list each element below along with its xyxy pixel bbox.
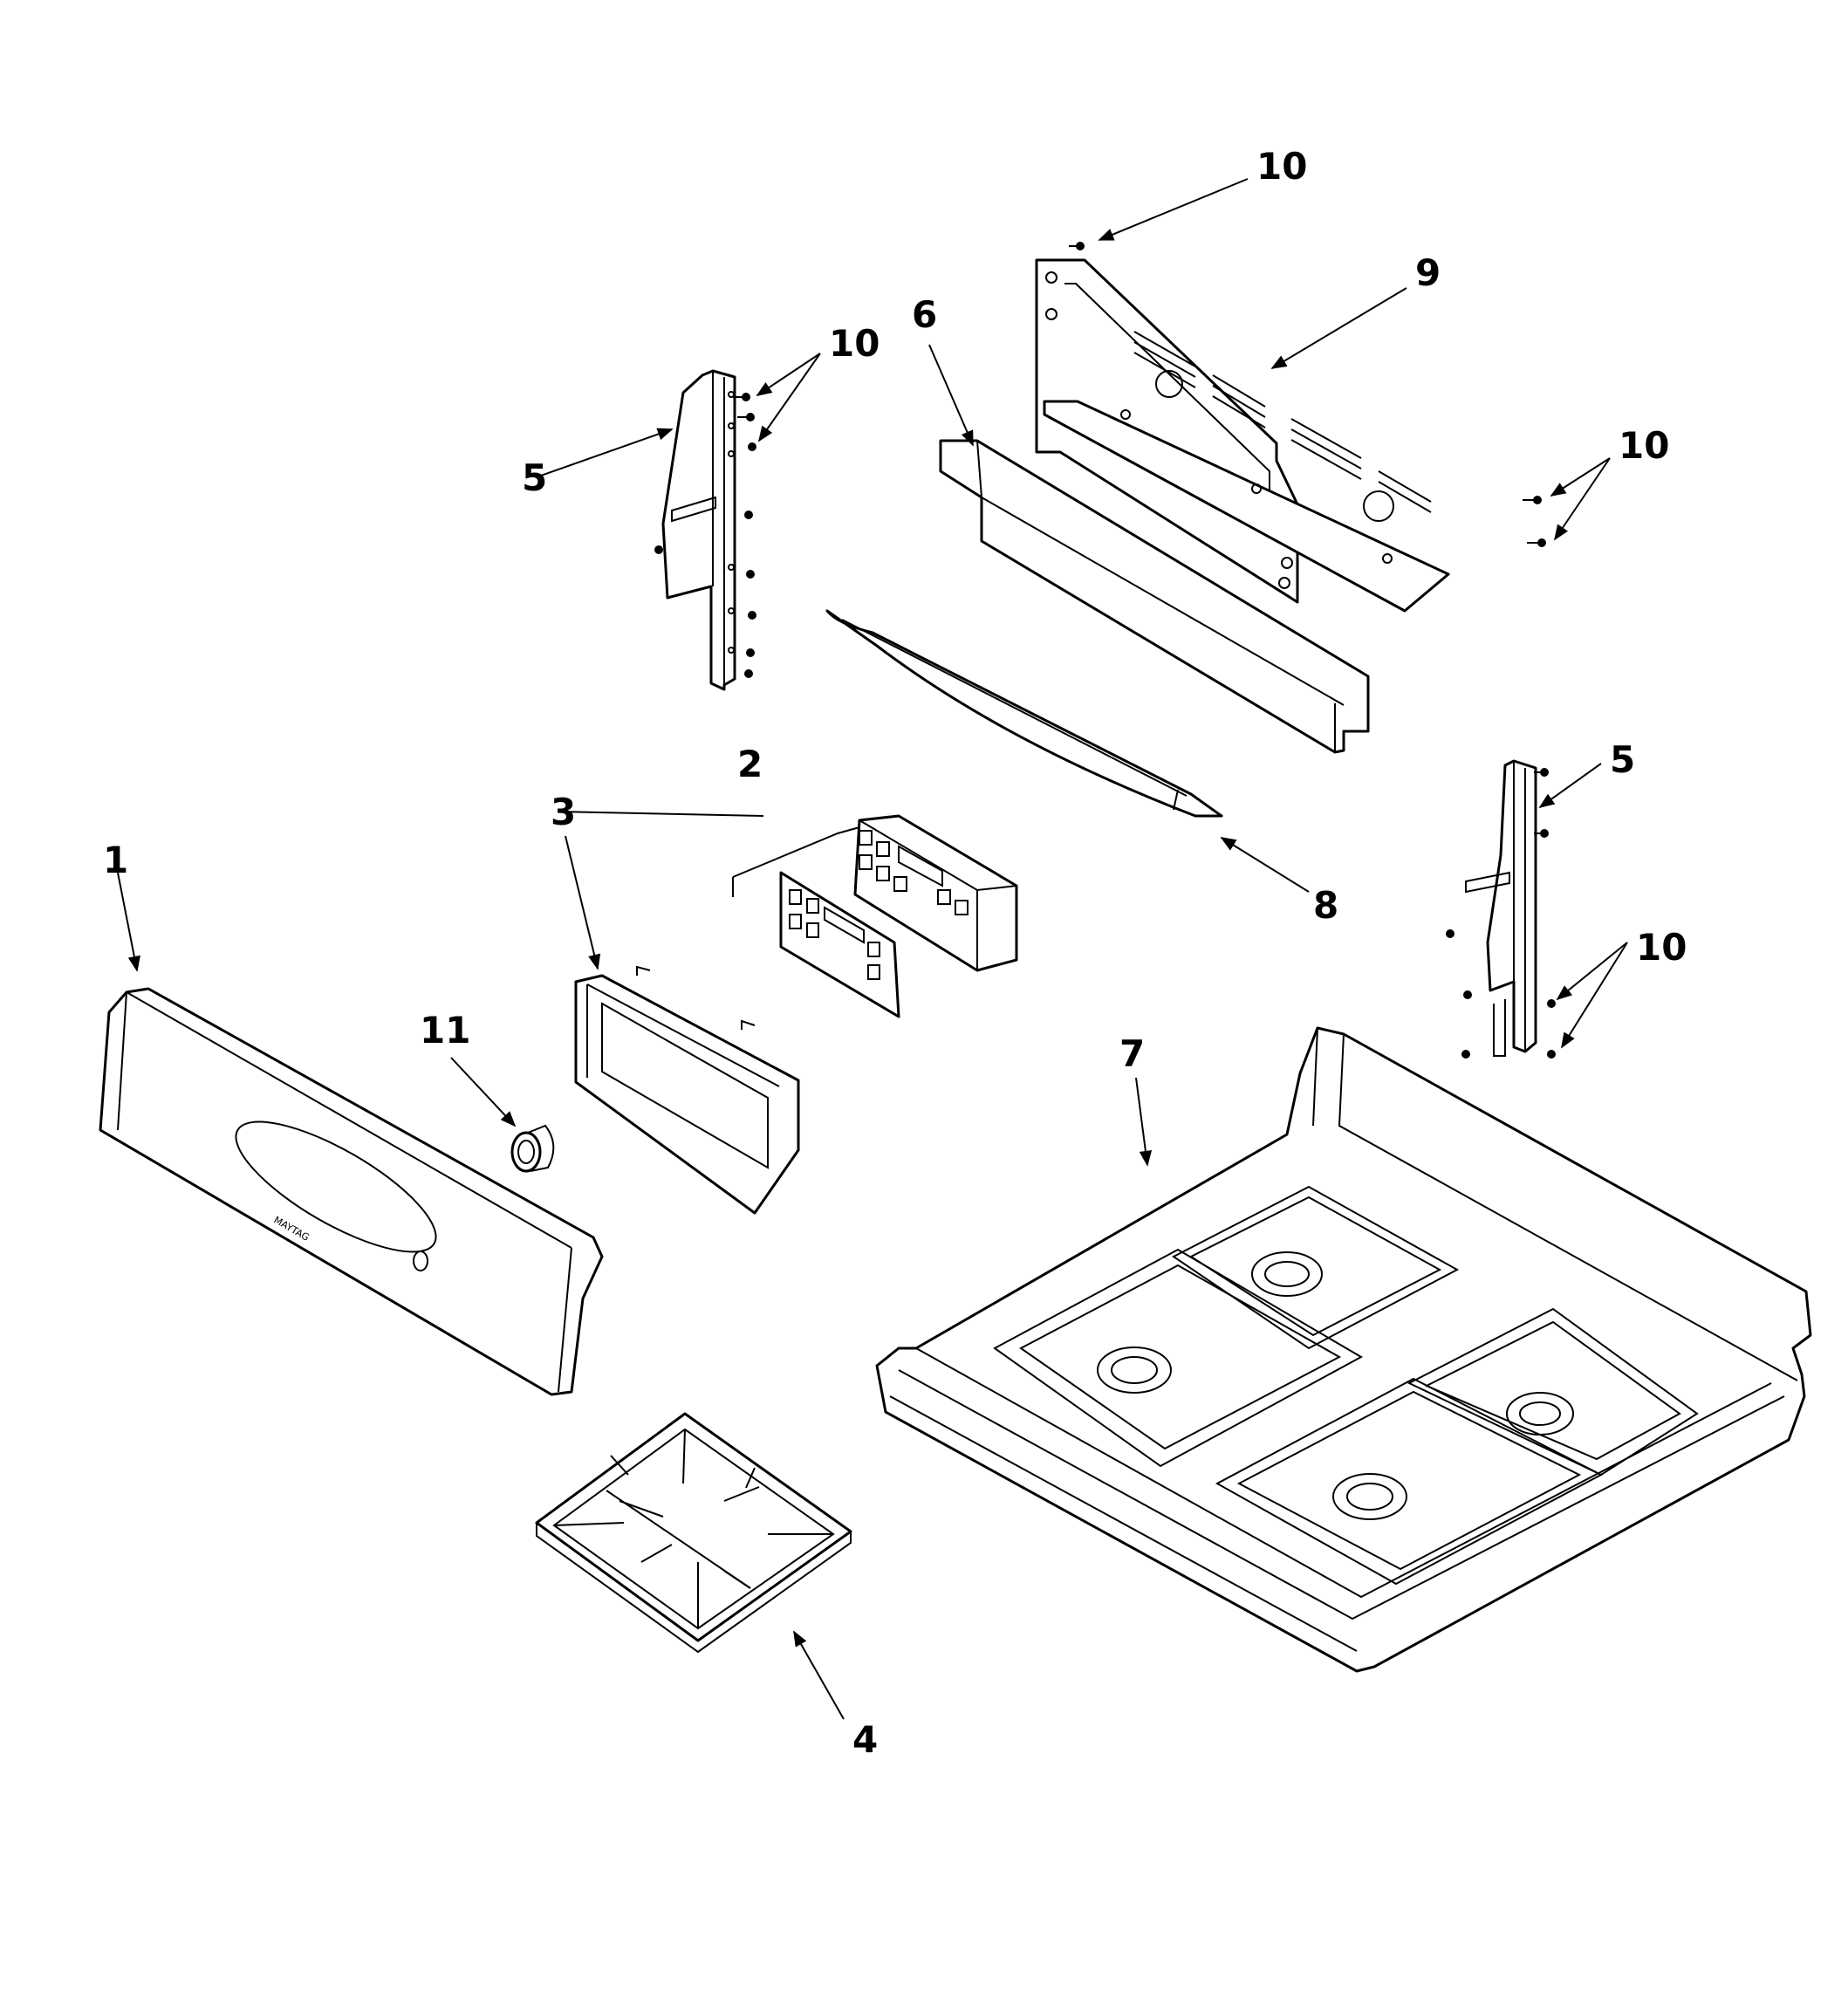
control-board-keys xyxy=(859,830,968,915)
callout-10-left: 10 xyxy=(829,322,880,365)
part-6-rear-trim xyxy=(939,439,1370,754)
part-3-display-bezel xyxy=(574,965,800,1215)
part-9-lower-flange xyxy=(1043,400,1450,613)
callout-9: 9 xyxy=(1415,251,1441,294)
callout-labels: 1 2 3 4 5 5 6 7 8 9 10 10 10 10 11 xyxy=(103,145,1687,1761)
callout-5-right: 5 xyxy=(1610,738,1635,781)
part-8-trim-strip xyxy=(825,609,1223,818)
callout-10-top: 10 xyxy=(1256,145,1307,188)
part-1-control-panel: MAYTAG xyxy=(99,987,604,1396)
callout-5-left: 5 xyxy=(522,456,547,499)
part-9-rear-panel xyxy=(1035,258,1450,613)
part-10-screws xyxy=(654,242,1556,1059)
callout-3: 3 xyxy=(551,791,576,833)
part-2-keypad-overlay xyxy=(779,871,900,1018)
burner-well-rear-right xyxy=(1172,1185,1460,1350)
callout-8: 8 xyxy=(1313,884,1338,927)
callout-2: 2 xyxy=(737,743,763,785)
callout-10-right-lower: 10 xyxy=(1636,926,1687,969)
callout-10-right-upper: 10 xyxy=(1619,424,1669,467)
vent-slots xyxy=(1133,331,1432,513)
part-11-knob xyxy=(510,1124,555,1173)
part-5-left-bracket xyxy=(661,369,736,691)
callout-1: 1 xyxy=(103,839,128,881)
burner-well-front-right xyxy=(1407,1307,1699,1477)
leader-lines xyxy=(117,178,1628,1720)
screw-holes-left xyxy=(728,391,735,654)
callout-7: 7 xyxy=(1119,1032,1145,1075)
part-2-electronic-control xyxy=(732,814,1018,1018)
callout-11: 11 xyxy=(420,1009,470,1052)
callout-6: 6 xyxy=(912,293,937,336)
part-5-right-bracket xyxy=(1465,759,1537,1057)
part-4-burner-grate xyxy=(535,1412,852,1654)
burner-well-rear-left xyxy=(993,1248,1364,1468)
part-7-cooktop xyxy=(875,1026,1812,1673)
callout-4: 4 xyxy=(852,1718,878,1761)
